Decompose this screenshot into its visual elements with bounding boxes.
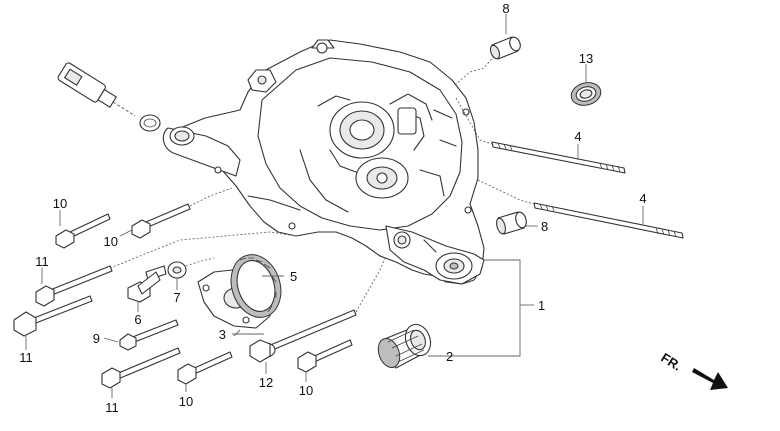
callout-8-top: 8 <box>502 1 509 16</box>
bolt-eleven-bottom <box>101 347 181 389</box>
plate-and-seal <box>197 254 282 329</box>
callout-11-bottom: 11 <box>105 400 119 415</box>
bolt-ten-top <box>55 213 111 249</box>
dowel-pin-top <box>489 36 521 60</box>
bolt-eleven-top <box>35 265 113 307</box>
callout-3: 3 <box>219 327 226 342</box>
callout-1: 1 <box>538 298 545 313</box>
callout-13: 13 <box>579 51 593 66</box>
callout-10-bottom-left: 10 <box>179 394 193 409</box>
bolt-ten-bottom-right <box>297 339 353 373</box>
callout-4-upper: 4 <box>574 129 581 144</box>
dowel-pin-middle <box>496 211 527 235</box>
oring-washer <box>139 114 161 132</box>
callout-5: 5 <box>290 269 297 284</box>
callout-8-middle: 8 <box>541 219 548 234</box>
callout-10-second: 10 <box>104 234 118 249</box>
callout-6: 6 <box>134 312 141 327</box>
callout-2: 2 <box>446 349 453 364</box>
callout-10-top: 10 <box>53 196 67 211</box>
stud-bolt-upper <box>491 141 626 174</box>
oil-seal <box>570 82 602 106</box>
bolt-ten-second <box>131 203 191 239</box>
callout-9: 9 <box>93 331 100 346</box>
stud-bolt-lower <box>533 202 684 239</box>
bolt-twelve <box>249 309 357 363</box>
bearing <box>377 323 432 369</box>
bolt-ten-bottom-left <box>177 351 233 385</box>
callout-4-lower: 4 <box>639 191 646 206</box>
dipstick-part <box>57 62 136 117</box>
bolt-nine <box>119 319 179 351</box>
callout-12: 12 <box>259 375 273 390</box>
bolt-six <box>127 265 167 303</box>
callout-7: 7 <box>173 290 180 305</box>
washer-seven <box>167 261 187 279</box>
callout-10-bottom-right: 10 <box>299 383 313 398</box>
crankcase-cover <box>162 39 485 285</box>
callout-11-top: 11 <box>35 254 49 269</box>
bolt-eleven-left <box>13 295 93 337</box>
front-direction-label: FR. <box>658 350 684 374</box>
callout-11-left: 11 <box>19 350 33 365</box>
front-direction-arrow: FR. <box>658 350 728 390</box>
